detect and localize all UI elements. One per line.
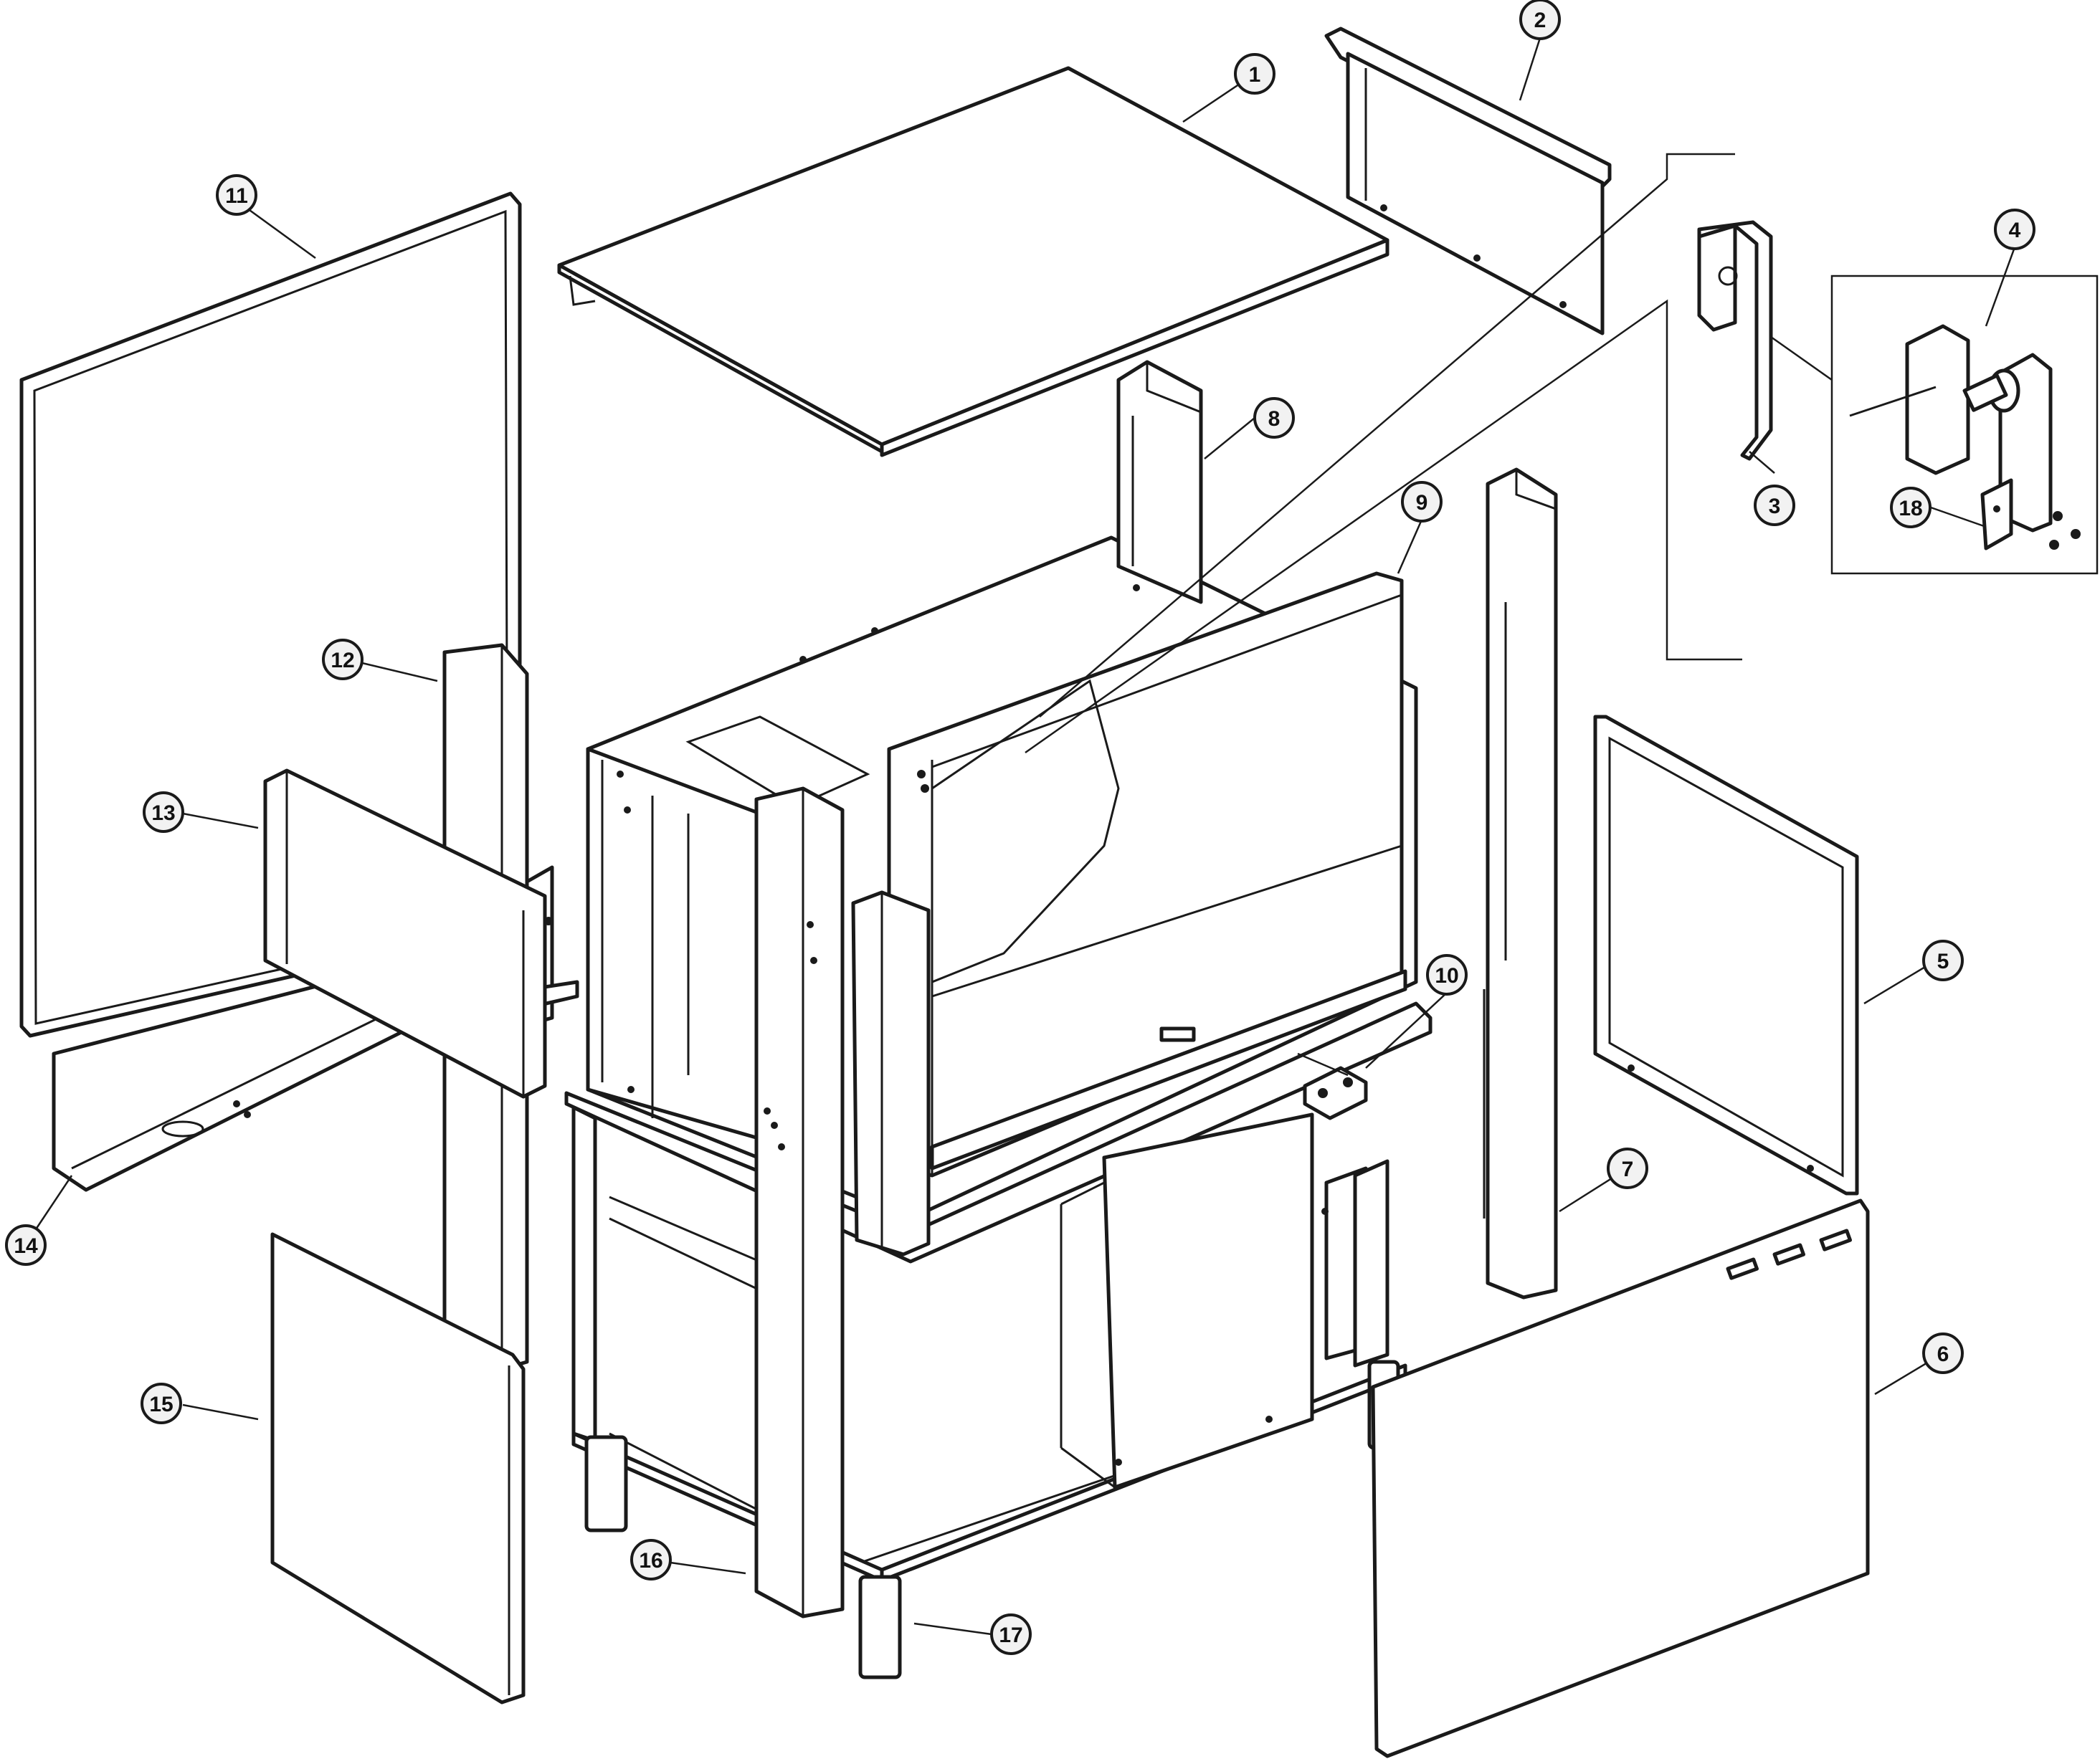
svg-text:6: 6: [1937, 1343, 1949, 1366]
callout-11: 11: [216, 174, 257, 216]
callout-12: 12: [322, 639, 364, 680]
svg-text:16: 16: [639, 1549, 662, 1573]
part-13-front-panel: [263, 768, 553, 1099]
svg-text:13: 13: [151, 801, 175, 825]
callout-17: 17: [990, 1613, 1032, 1655]
part-5-right-side-panel: [1593, 715, 1859, 1196]
callout-5: 5: [1922, 940, 1964, 981]
svg-text:17: 17: [999, 1624, 1022, 1647]
svg-text:18: 18: [1899, 497, 1922, 520]
svg-text:3: 3: [1769, 495, 1781, 518]
part-6-lower-right-panel: [1371, 1198, 1870, 1758]
svg-text:5: 5: [1937, 950, 1949, 973]
svg-text:15: 15: [149, 1393, 173, 1416]
callout-16: 16: [630, 1539, 672, 1581]
svg-text:2: 2: [1534, 9, 1547, 32]
part-16-front-post: [754, 786, 845, 1618]
svg-text:10: 10: [1435, 964, 1458, 988]
callout-3: 3: [1754, 485, 1795, 526]
svg-text:9: 9: [1416, 491, 1428, 515]
front-curved-post: [851, 890, 931, 1257]
svg-text:4: 4: [2009, 219, 2021, 242]
callout-2: 2: [1519, 0, 1561, 40]
part-7-right-post: [1483, 467, 1558, 1300]
svg-text:7: 7: [1622, 1158, 1634, 1181]
part-9-door-frame: [887, 571, 1407, 1178]
callout-15: 15: [141, 1383, 182, 1424]
detail-leader-lower: [1025, 299, 1742, 754]
part-3-hinge: [1697, 220, 1773, 461]
svg-text:11: 11: [225, 184, 248, 208]
svg-text:8: 8: [1268, 407, 1281, 431]
part-10-bracket: [1303, 1066, 1368, 1120]
part-8-rear-post: [1116, 360, 1203, 604]
detail-inset: [1770, 275, 2099, 575]
callout-18: 18: [1890, 487, 1932, 528]
svg-text:14: 14: [14, 1234, 38, 1258]
part-15-lower-panel: [270, 1232, 526, 1705]
svg-text:12: 12: [331, 649, 354, 672]
callout-7: 7: [1607, 1148, 1648, 1189]
callout-6: 6: [1922, 1332, 1964, 1374]
part-1-top-cover: [557, 66, 1389, 457]
callout-9: 9: [1401, 481, 1443, 523]
callout-14: 14: [5, 1224, 47, 1266]
callout-4: 4: [1994, 209, 2035, 250]
callout-13: 13: [143, 791, 184, 833]
callout-leaders: [34, 37, 2016, 1636]
part-2-rear-profile: [1324, 27, 1612, 335]
detail-leader-upper: [1039, 153, 1735, 717]
callout-8: 8: [1253, 397, 1295, 439]
svg-text:1: 1: [1249, 63, 1261, 87]
callout-1: 1: [1234, 53, 1275, 95]
callout-10: 10: [1426, 954, 1468, 996]
